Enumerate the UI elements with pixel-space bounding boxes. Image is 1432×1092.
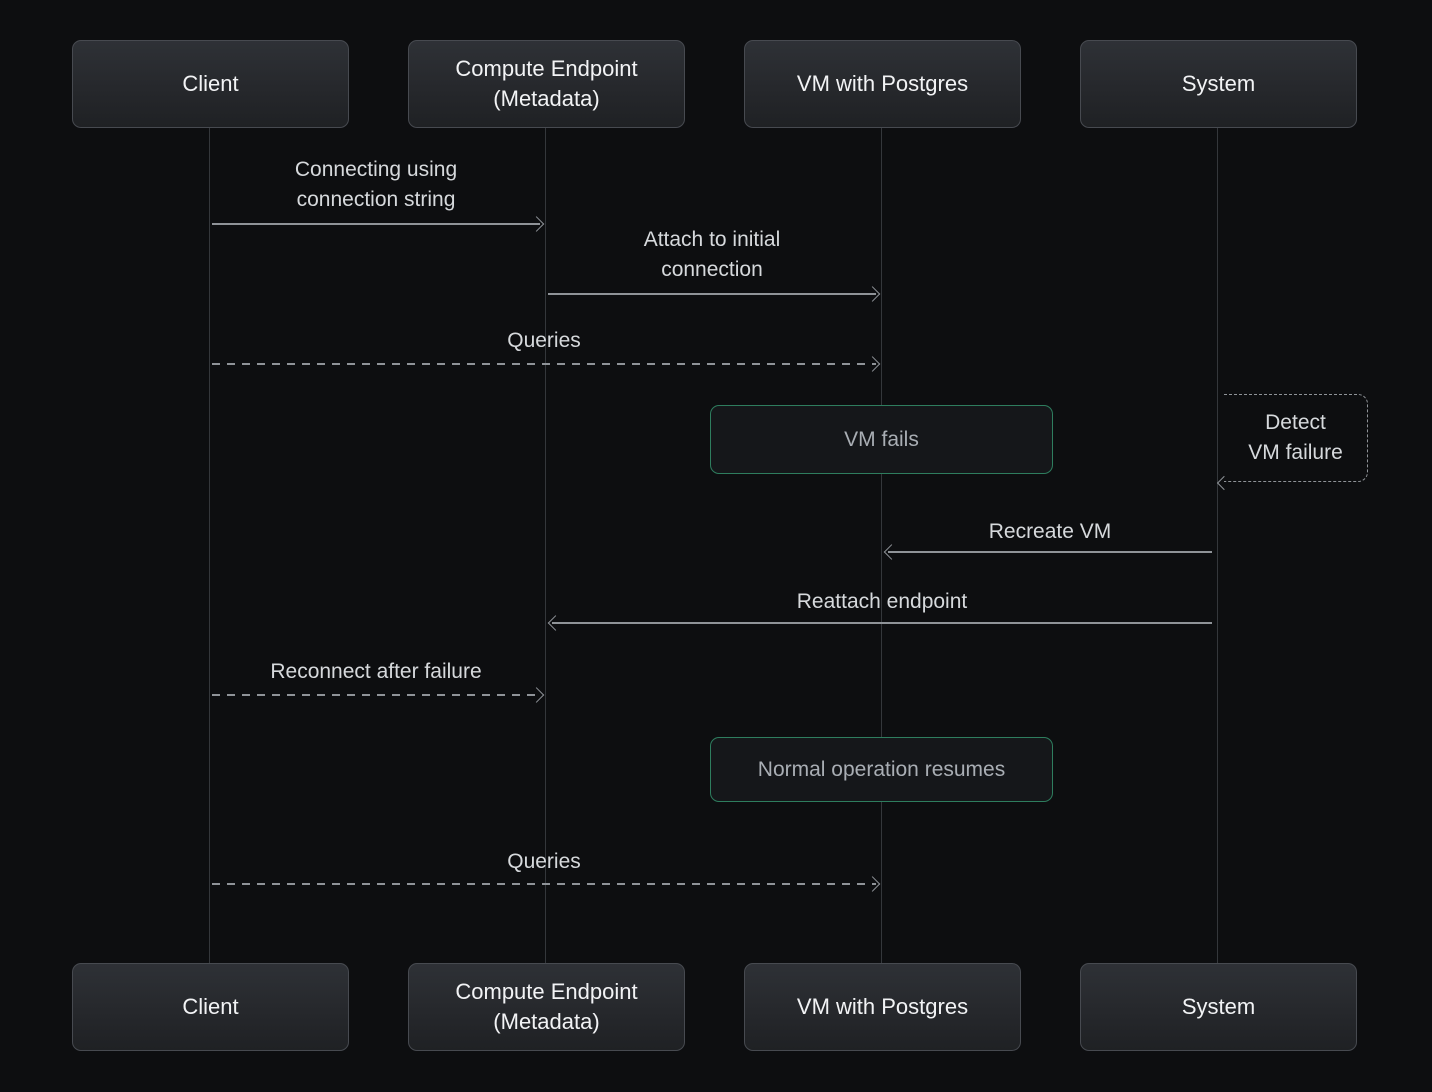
message-label-queries-1: Queries	[507, 329, 581, 352]
arrowhead-right-icon	[864, 876, 881, 892]
message-label-reattach-endpoint: Reattach endpoint	[796, 590, 968, 613]
message-arrow-attach	[548, 286, 881, 302]
lifeline-vm-postgres	[881, 128, 882, 963]
arrowhead-left-icon	[547, 615, 564, 631]
arrowhead-right-icon	[864, 286, 881, 302]
message-label-recreate-vm: Recreate VM	[988, 520, 1112, 543]
actor-client-top: Client	[72, 40, 349, 128]
message-arrow-queries-2	[212, 876, 881, 892]
message-arrow-reconnect	[212, 687, 545, 703]
message-arrow-queries-1	[212, 356, 881, 372]
arrowhead-right-icon	[864, 356, 881, 372]
actor-compute-endpoint-bottom: Compute Endpoint (Metadata)	[408, 963, 685, 1051]
state-normal-operation-resumes: Normal operation resumes	[710, 737, 1053, 802]
actor-system-top: System	[1080, 40, 1357, 128]
actor-compute-endpoint-top: Compute Endpoint (Metadata)	[408, 40, 685, 128]
message-arrow-connecting	[212, 216, 545, 232]
message-label-attach: Attach to initial connection	[643, 228, 781, 281]
actor-system-bottom: System	[1080, 963, 1357, 1051]
actor-client-bottom: Client	[72, 963, 349, 1051]
lifeline-client	[209, 128, 210, 963]
message-label-reconnect: Reconnect after failure	[270, 660, 482, 683]
self-message-label: Detect VM failure	[1248, 411, 1343, 464]
message-label-connecting: Connecting using connection string	[294, 158, 458, 211]
lifeline-system	[1217, 128, 1218, 963]
message-arrow-reattach-endpoint	[547, 615, 1212, 631]
actor-vm-postgres-top: VM with Postgres	[744, 40, 1021, 128]
arrowhead-left-icon	[1216, 475, 1232, 491]
state-vm-fails: VM fails	[710, 405, 1053, 474]
arrowhead-right-icon	[528, 687, 545, 703]
message-arrow-recreate-vm	[883, 544, 1212, 560]
lifeline-compute-endpoint	[545, 128, 546, 963]
actor-vm-postgres-bottom: VM with Postgres	[744, 963, 1021, 1051]
self-message-detect-vm-failure: Detect VM failure	[1216, 394, 1368, 491]
arrowhead-right-icon	[528, 216, 545, 232]
message-label-queries-2: Queries	[507, 850, 581, 873]
